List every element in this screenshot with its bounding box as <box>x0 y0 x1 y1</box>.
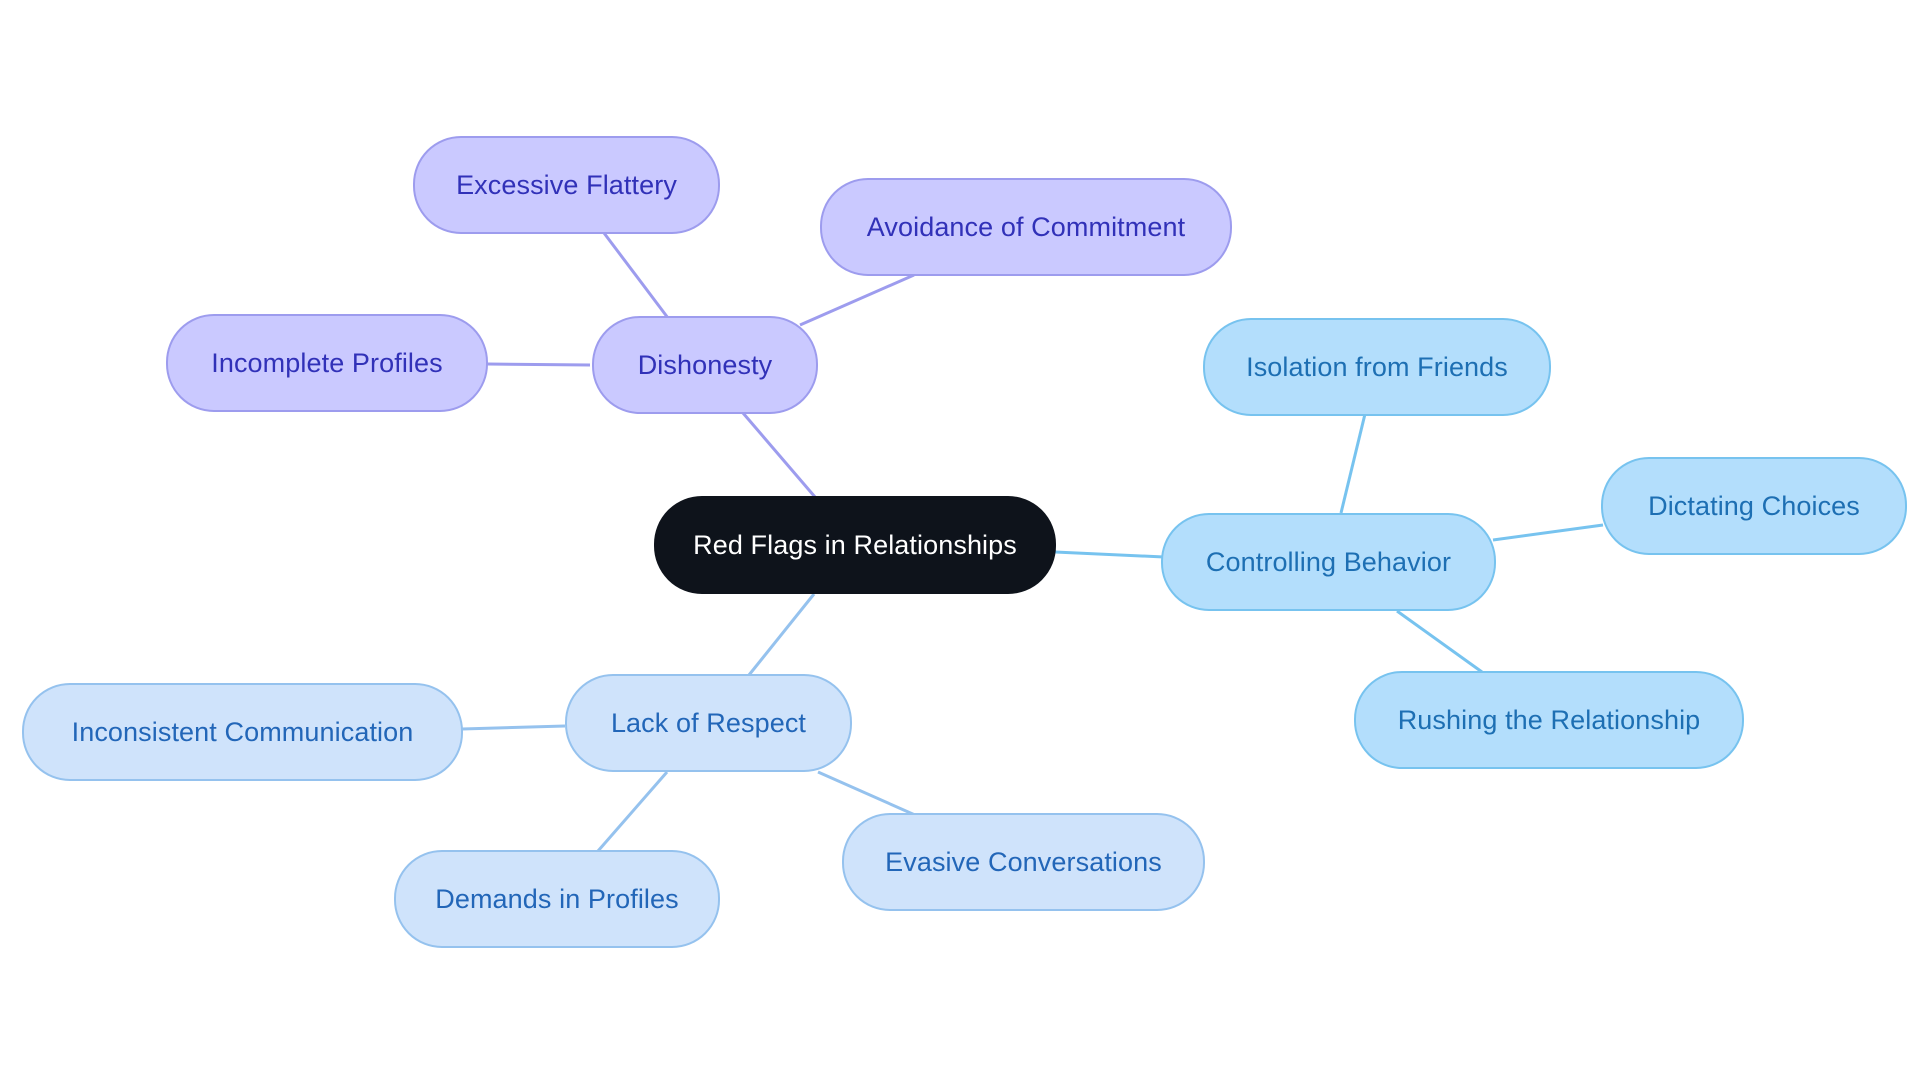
root-node-red-flags[interactable]: Red Flags in Relationships <box>654 496 1056 594</box>
branch-node-label: Dishonesty <box>637 349 773 380</box>
leaf-node-label: Incomplete Profiles <box>211 347 443 378</box>
leaf-node-excessive-flattery[interactable]: Excessive Flattery <box>413 136 720 234</box>
edge-root-lack-of-respect <box>747 593 816 676</box>
leaf-node-label: Demands in Profiles <box>435 883 679 914</box>
leaf-node-dictating-choices[interactable]: Dictating Choices <box>1601 457 1907 555</box>
branch-node-label: Lack of Respect <box>610 707 807 738</box>
leaf-node-label: Inconsistent Communication <box>71 716 414 747</box>
leaf-node-label: Avoidance of Commitment <box>866 211 1186 242</box>
leaf-node-label: Excessive Flattery <box>456 169 677 200</box>
leaf-node-label: Rushing the Relationship <box>1397 704 1701 735</box>
edge-controlling-rushing <box>1396 609 1483 674</box>
edge-respect-inconsistent <box>461 724 566 731</box>
edge-respect-demands <box>596 771 669 852</box>
leaf-node-label: Dictating Choices <box>1648 490 1860 521</box>
edge-root-dishonesty <box>741 412 817 498</box>
edge-dishonesty-excessive-flattery <box>602 232 670 319</box>
leaf-node-avoidance-of-commitment[interactable]: Avoidance of Commitment <box>820 178 1232 276</box>
edge-root-controlling-behavior <box>1054 550 1165 559</box>
leaf-node-evasive-conversations[interactable]: Evasive Conversations <box>842 813 1205 911</box>
branch-node-dishonesty[interactable]: Dishonesty <box>592 316 818 414</box>
branch-node-lack-of-respect[interactable]: Lack of Respect <box>565 674 852 772</box>
root-node-label: Red Flags in Relationships <box>693 529 1017 560</box>
leaf-node-label: Evasive Conversations <box>885 846 1162 877</box>
edge-controlling-dictating <box>1492 523 1604 542</box>
leaf-node-rushing-the-relationship[interactable]: Rushing the Relationship <box>1354 671 1744 769</box>
leaf-node-demands-in-profiles[interactable]: Demands in Profiles <box>394 850 720 948</box>
leaf-node-incomplete-profiles[interactable]: Incomplete Profiles <box>166 314 488 412</box>
branch-node-controlling-behavior[interactable]: Controlling Behavior <box>1161 513 1496 611</box>
leaf-node-label: Isolation from Friends <box>1246 351 1508 382</box>
edge-dishonesty-avoidance-of-commitment <box>799 273 915 327</box>
leaf-node-isolation-from-friends[interactable]: Isolation from Friends <box>1203 318 1551 416</box>
leaf-node-inconsistent-communication[interactable]: Inconsistent Communication <box>22 683 463 781</box>
branch-node-label: Controlling Behavior <box>1205 546 1452 577</box>
edge-controlling-isolation <box>1339 413 1367 514</box>
edge-respect-evasive <box>817 770 916 817</box>
edge-dishonesty-incomplete-profiles <box>486 362 591 367</box>
